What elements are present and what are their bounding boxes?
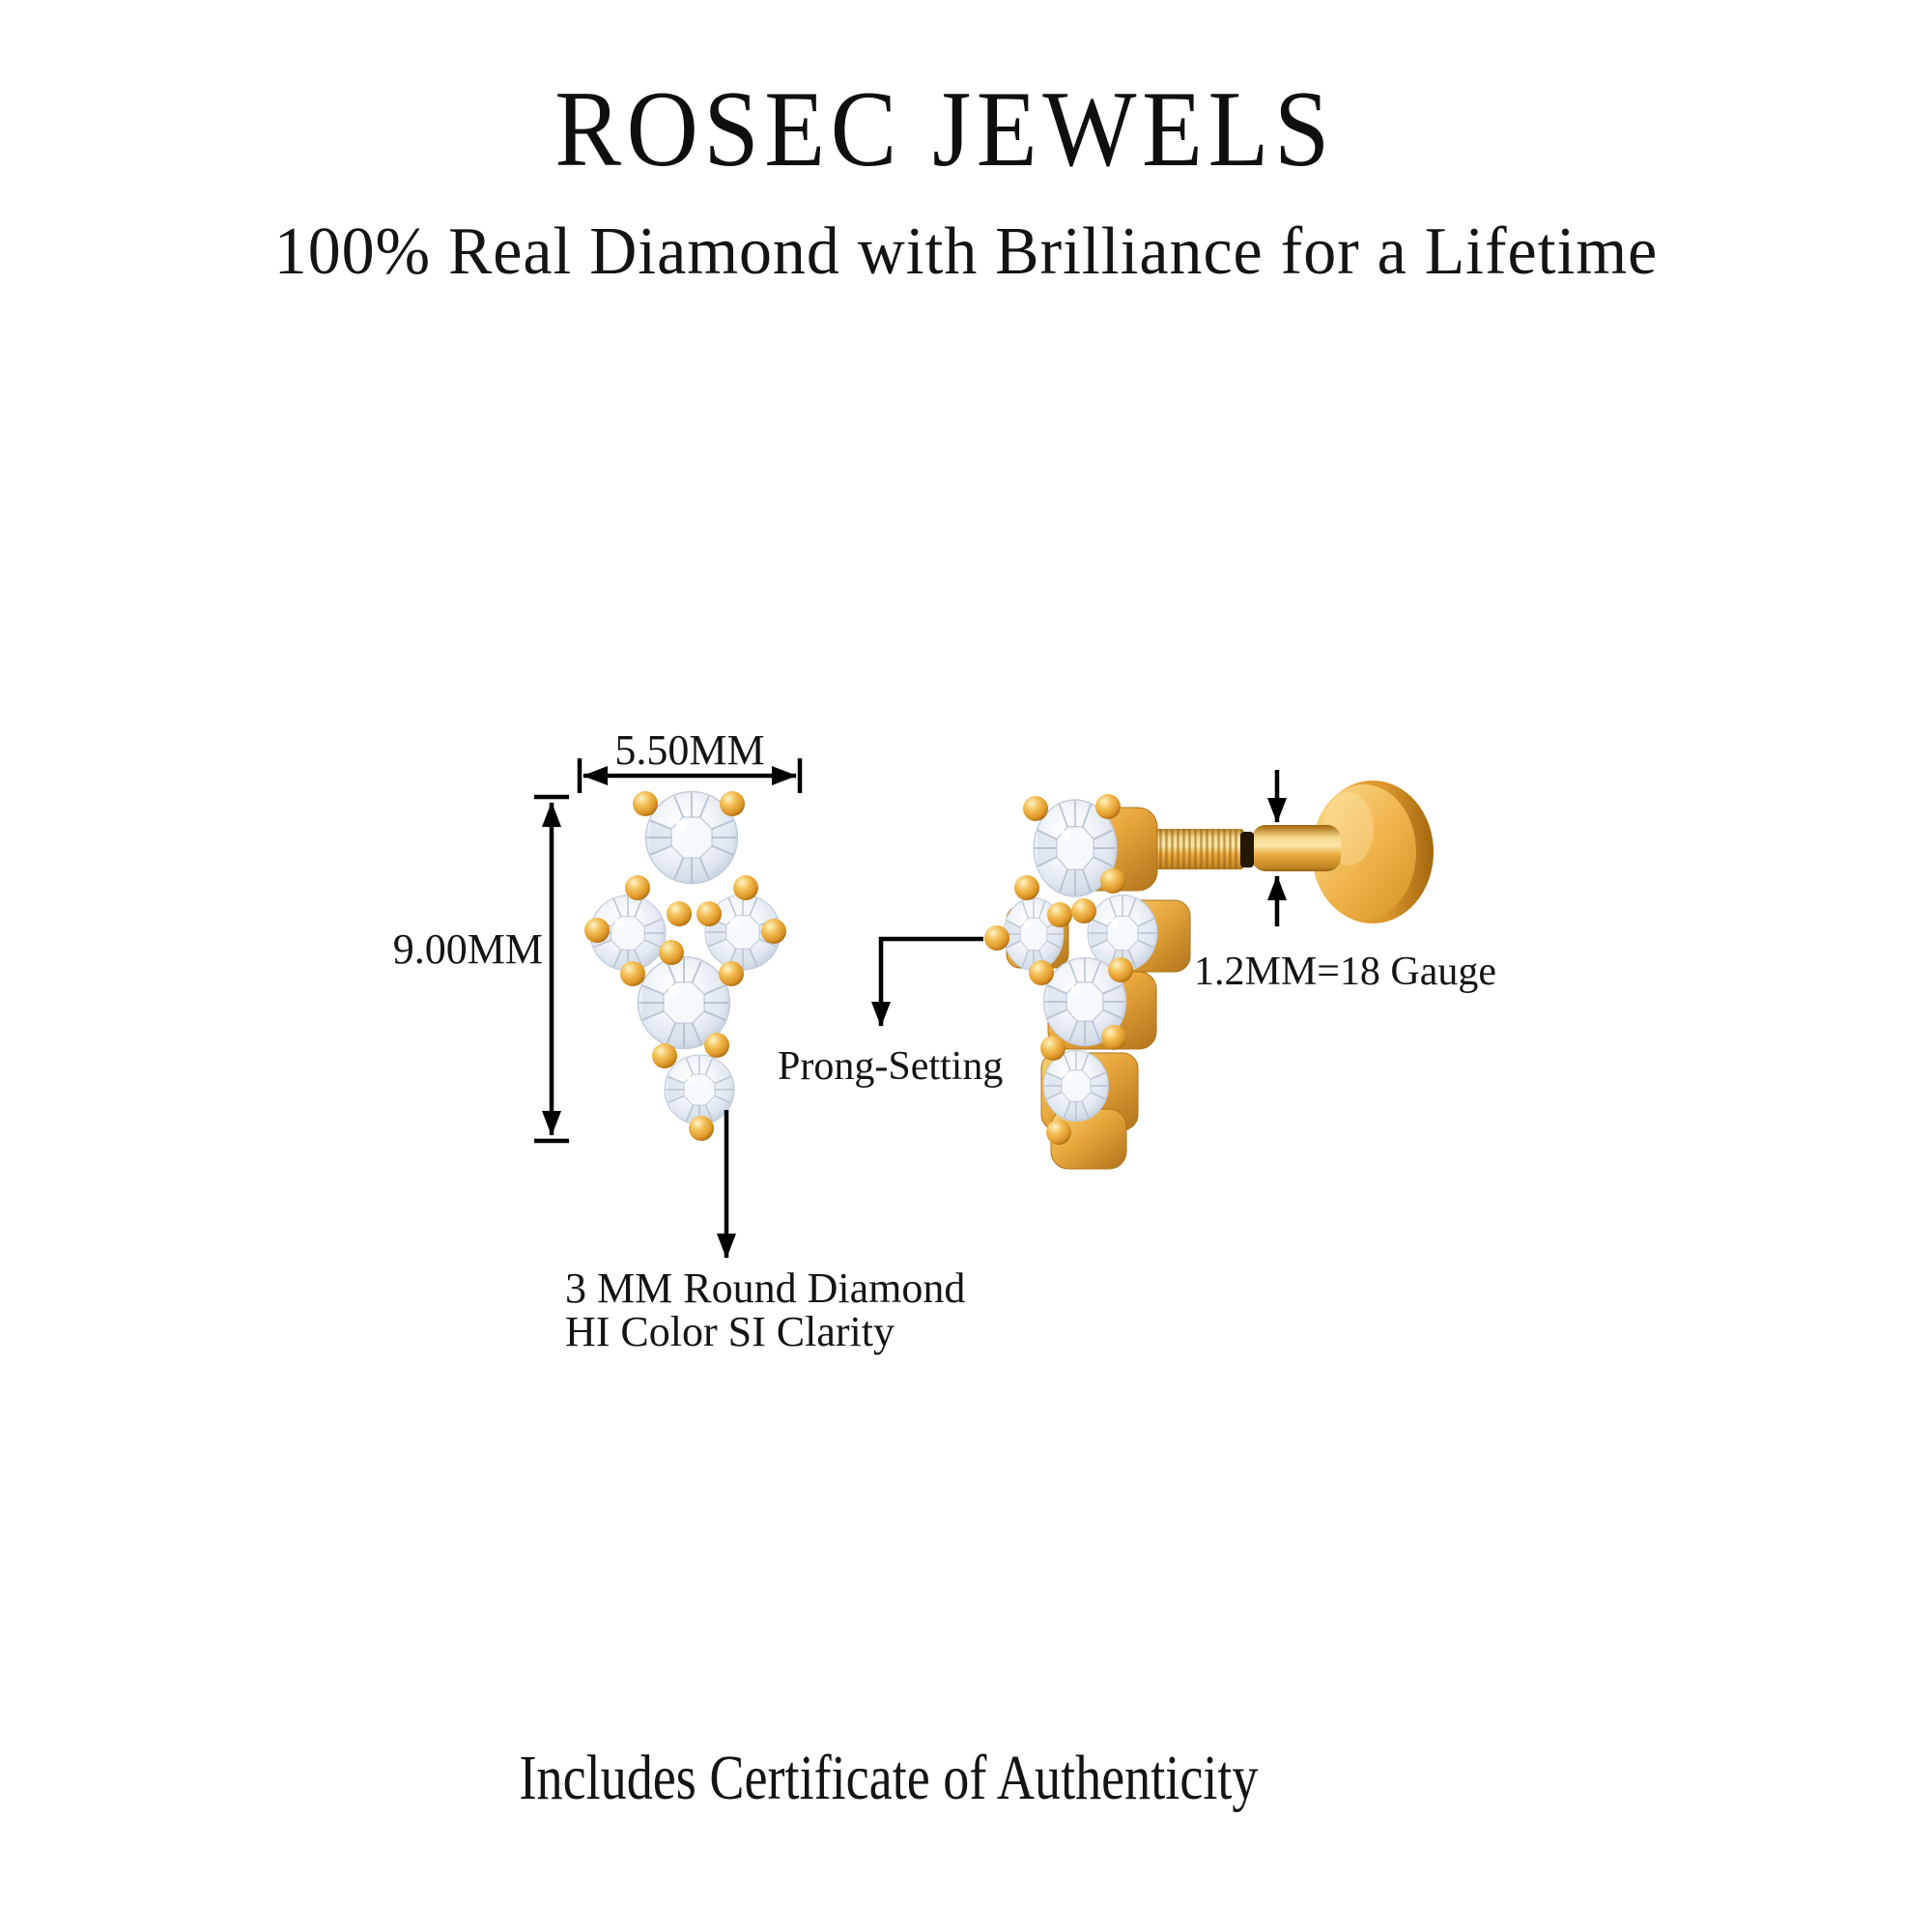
footer-note: Includes Certificate of Authenticity — [519, 1743, 1259, 1813]
width-dimension — [577, 758, 803, 793]
width-dimension-label: 5.50MM — [614, 726, 764, 774]
prong-setting-arrow — [871, 936, 983, 1027]
prong-setting-label: Prong-Setting — [778, 1044, 1003, 1089]
gauge-label: 1.2MM=18 Gauge — [1194, 950, 1496, 994]
height-dimension-label: 9.00MM — [393, 925, 543, 973]
brand-title: ROSEC JEWELS — [554, 70, 1335, 189]
threaded-post — [1151, 825, 1341, 871]
side-view-earring — [984, 781, 1434, 1170]
stone-callout-line1: 3 MM Round Diamond — [565, 1264, 965, 1312]
height-dimension — [534, 794, 569, 1144]
front-view-diamonds — [589, 790, 781, 1125]
stone-callout-line2: HI Color SI Clarity — [565, 1308, 895, 1355]
tagline: 100% Real Diamond with Brilliance for a … — [273, 214, 1659, 289]
front-view-earring — [584, 790, 786, 1141]
